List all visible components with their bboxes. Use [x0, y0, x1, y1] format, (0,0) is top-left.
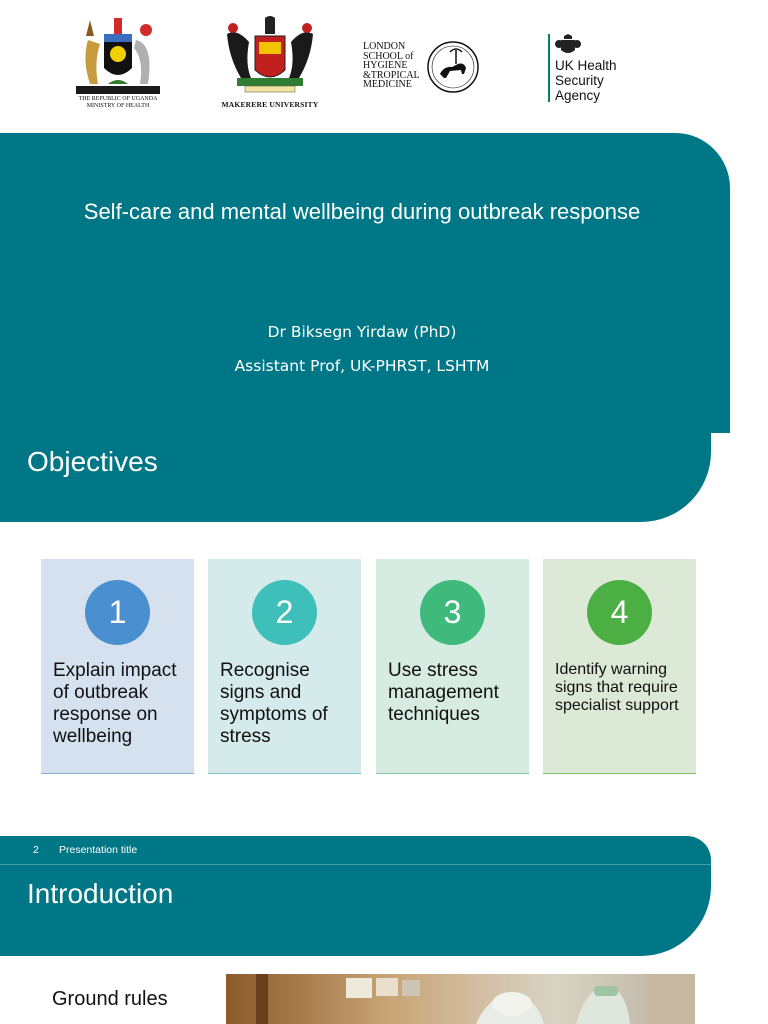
- presenter-block: Dr Biksegn Yirdaw (PhD) Assistant Prof, …: [0, 315, 724, 383]
- ukhsa-wordmark: UK Health Security Agency: [555, 58, 635, 103]
- moh-caption: THE REPUBLIC OF UGANDA MINISTRY OF HEALT…: [68, 96, 168, 110]
- lshtm-line2: SCHOOL of: [363, 50, 414, 62]
- objective-card-3: 3 Use stress management techniques: [376, 559, 529, 774]
- lshtm-seal-icon: [427, 41, 479, 93]
- makerere-crest-icon: [227, 16, 313, 93]
- moh-caption-line2: MINISTRY OF HEALTH: [86, 103, 150, 109]
- lshtm-line1: LONDON: [363, 41, 406, 52]
- ground-rules-text: Ground rules: [52, 988, 168, 1010]
- lshtm-wordmark: LONDON SCHOOL of HYGIENE &TROPICAL MEDIC…: [363, 42, 425, 90]
- royal-crest-icon: [555, 34, 581, 53]
- objective-card-4: 4 Identify warning signs that require sp…: [543, 559, 696, 774]
- moh-caption-line1: THE REPUBLIC OF UGANDA: [78, 96, 158, 102]
- ukhsa-line1: UK Health: [555, 58, 617, 73]
- ukhsa-logo: UK Health Security Agency: [548, 34, 628, 104]
- presenter-name: Dr Biksegn Yirdaw (PhD): [267, 323, 457, 341]
- objective-text: Recognise signs and symptoms of stress: [220, 660, 328, 747]
- objective-text: Use stress management techniques: [388, 660, 499, 725]
- presentation-title: Self-care and mental wellbeing during ou…: [83, 199, 641, 224]
- ppe-photo-image: [226, 974, 695, 1024]
- ukhsa-line3: Agency: [555, 88, 601, 103]
- objective-text: Explain impact of outbreak response on w…: [53, 660, 177, 747]
- slide-number: 2: [33, 844, 39, 856]
- lshtm-line3: HYGIENE: [363, 60, 408, 71]
- objective-number-badge: 4: [587, 580, 652, 645]
- introduction-header-band: [0, 836, 711, 956]
- introduction-heading: Introduction: [27, 878, 174, 909]
- objective-number-badge: 2: [252, 580, 317, 645]
- uganda-ministry-of-health-logo: THE REPUBLIC OF UGANDA MINISTRY OF HEALT…: [68, 10, 168, 110]
- title-slide-background: [0, 133, 730, 433]
- slide-footer-title: Presentation title: [59, 844, 138, 856]
- objective-number-badge: 1: [85, 580, 150, 645]
- presenter-affiliation: Assistant Prof, UK-PHRST, LSHTM: [234, 357, 490, 375]
- health-workers-photo: [226, 974, 695, 1024]
- lshtm-line5: MEDICINE: [363, 79, 412, 90]
- footer-divider: [0, 864, 711, 865]
- lshtm-logo: LONDON SCHOOL of HYGIENE &TROPICAL MEDIC…: [360, 38, 482, 100]
- makerere-university-logo: MAKERERE UNIVERSITY: [215, 14, 325, 112]
- uganda-coat-of-arms-icon: [76, 18, 160, 94]
- logo-strip: THE REPUBLIC OF UGANDA MINISTRY OF HEALT…: [0, 0, 768, 130]
- objective-card-2: 2 Recognise signs and symptoms of stress: [208, 559, 361, 774]
- lshtm-line4: &TROPICAL: [363, 69, 420, 81]
- objectives-heading: Objectives: [27, 446, 158, 477]
- makerere-caption: MAKERERE UNIVERSITY: [221, 100, 319, 109]
- objectives-header-band: [0, 432, 711, 522]
- ukhsa-line2: Security: [555, 73, 604, 88]
- objective-number-badge: 3: [420, 580, 485, 645]
- objective-card-1: 1 Explain impact of outbreak response on…: [41, 559, 194, 774]
- objective-text: Identify warning signs that require spec…: [555, 661, 679, 714]
- ukhsa-accent-bar: [548, 34, 550, 102]
